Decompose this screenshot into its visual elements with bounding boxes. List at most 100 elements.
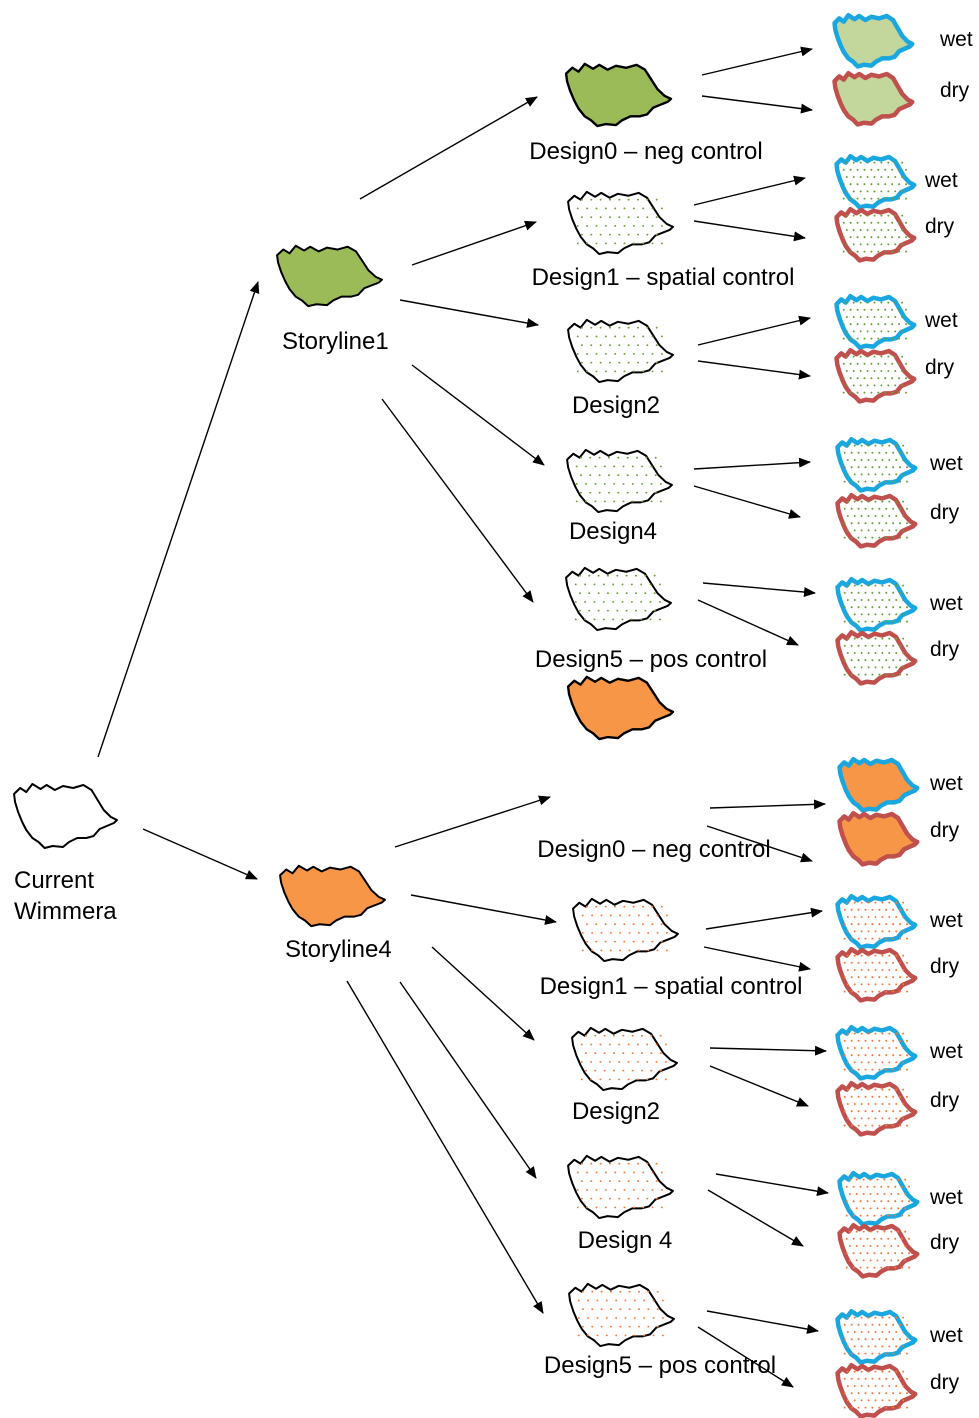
- pattern-dot: [874, 1345, 877, 1348]
- pattern-dot: [866, 175, 869, 179]
- pattern-dot: [856, 197, 859, 200]
- pattern-dot: [891, 197, 894, 200]
- pattern-dot: [902, 1399, 905, 1402]
- pattern-dot: [595, 1206, 598, 1209]
- arrow: [697, 315, 811, 346]
- pattern-dot: [613, 465, 616, 468]
- pattern-dot: [895, 529, 898, 532]
- arrow: [410, 894, 557, 925]
- pattern-dot: [600, 1325, 603, 1328]
- pattern-dot: [637, 326, 639, 329]
- pattern-dot: [867, 613, 870, 616]
- pattern-dot: [892, 620, 895, 623]
- pattern-dot: [867, 1032, 870, 1035]
- pattern-dot: [906, 937, 909, 940]
- pattern-dot: [577, 1334, 580, 1337]
- pattern-dot: [859, 1266, 862, 1269]
- pattern-dot: [852, 369, 855, 373]
- pattern-dot: [856, 377, 859, 380]
- pattern-dot: [857, 451, 860, 454]
- pattern-dot: [905, 250, 908, 253]
- pattern-dot: [842, 236, 845, 239]
- pattern-dot: [649, 583, 652, 586]
- pattern-dot: [869, 1244, 872, 1248]
- pattern-dot: [899, 1110, 902, 1113]
- pattern-dot: [866, 161, 869, 164]
- pattern-dot: [641, 1034, 643, 1037]
- pattern-dot: [853, 1102, 856, 1106]
- pattern-dot: [898, 377, 901, 380]
- dry-scenario-map: [840, 813, 918, 864]
- pattern-dot: [866, 384, 869, 387]
- pattern-dot: [873, 369, 876, 373]
- pattern-dot: [881, 968, 884, 972]
- pattern-dot: [871, 1054, 874, 1057]
- design-map: [568, 320, 673, 382]
- pattern-dot: [859, 330, 862, 333]
- pattern-dot: [614, 242, 617, 245]
- pattern-dot: [874, 458, 877, 462]
- pattern-dot: [604, 1188, 607, 1191]
- pattern-dot: [608, 198, 611, 201]
- pattern-dot: [860, 1370, 863, 1373]
- pattern-dot: [580, 344, 583, 347]
- pattern-dot: [885, 1039, 888, 1042]
- pattern-dot: [599, 1078, 602, 1081]
- pattern-dot: [898, 236, 901, 239]
- pattern-dot: [595, 224, 598, 227]
- pattern-dot: [846, 915, 849, 919]
- design-map: [566, 64, 671, 126]
- pattern-dot: [846, 1384, 849, 1388]
- pattern-dot: [874, 1330, 877, 1334]
- pattern-dot: [898, 362, 901, 365]
- pattern-dot: [899, 923, 902, 926]
- pattern-dot: [857, 673, 860, 676]
- pattern-dot: [878, 1338, 881, 1341]
- pattern-dot: [581, 949, 584, 952]
- pattern-dot: [843, 976, 846, 979]
- pattern-dot: [904, 1178, 907, 1181]
- pattern-dot: [867, 930, 870, 933]
- design-label: Design5 – pos control: [544, 1352, 776, 1379]
- pattern-dot: [871, 536, 874, 539]
- pattern-dot: [887, 1185, 890, 1188]
- pattern-dot: [887, 1266, 890, 1269]
- pattern-dot: [864, 1406, 867, 1409]
- pattern-dot: [866, 1237, 869, 1240]
- pattern-dot: [880, 1200, 883, 1203]
- pattern-dot: [867, 444, 870, 447]
- pattern-dot: [871, 1338, 874, 1341]
- pattern-dot: [623, 923, 626, 926]
- pattern-dot: [647, 949, 650, 952]
- pattern-dot: [895, 1032, 898, 1035]
- pattern-dot: [906, 644, 909, 647]
- pattern-dot: [650, 500, 653, 503]
- pattern-dot: [623, 352, 626, 355]
- pattern-dot: [895, 1102, 898, 1106]
- pattern-dot: [859, 384, 862, 387]
- pattern-dot: [602, 583, 605, 586]
- pattern-dot: [633, 1334, 636, 1337]
- pattern-dot: [899, 1054, 902, 1057]
- pattern-dot: [621, 618, 624, 621]
- pattern-dot: [636, 1060, 639, 1063]
- pattern-dot: [884, 221, 887, 224]
- pattern-dot: [850, 1377, 853, 1380]
- pattern-dot: [864, 1039, 867, 1042]
- pattern-dot: [576, 352, 579, 355]
- pattern-dot: [871, 466, 874, 469]
- pattern-dot: [869, 1259, 872, 1262]
- pattern-dot: [647, 931, 650, 934]
- pattern-dot: [846, 444, 849, 447]
- pattern-dot: [646, 1078, 649, 1081]
- root-label-line: Wimmera: [14, 898, 117, 925]
- pattern-dot: [586, 207, 589, 210]
- pattern-dot: [888, 1330, 891, 1334]
- pattern-dot: [853, 529, 856, 532]
- pattern-dot: [864, 1352, 867, 1355]
- pattern-dot: [892, 1323, 895, 1326]
- pattern-dot: [862, 1244, 865, 1248]
- pattern-dot: [902, 458, 905, 462]
- pattern-dot: [646, 1180, 649, 1183]
- pattern-dot: [846, 514, 849, 518]
